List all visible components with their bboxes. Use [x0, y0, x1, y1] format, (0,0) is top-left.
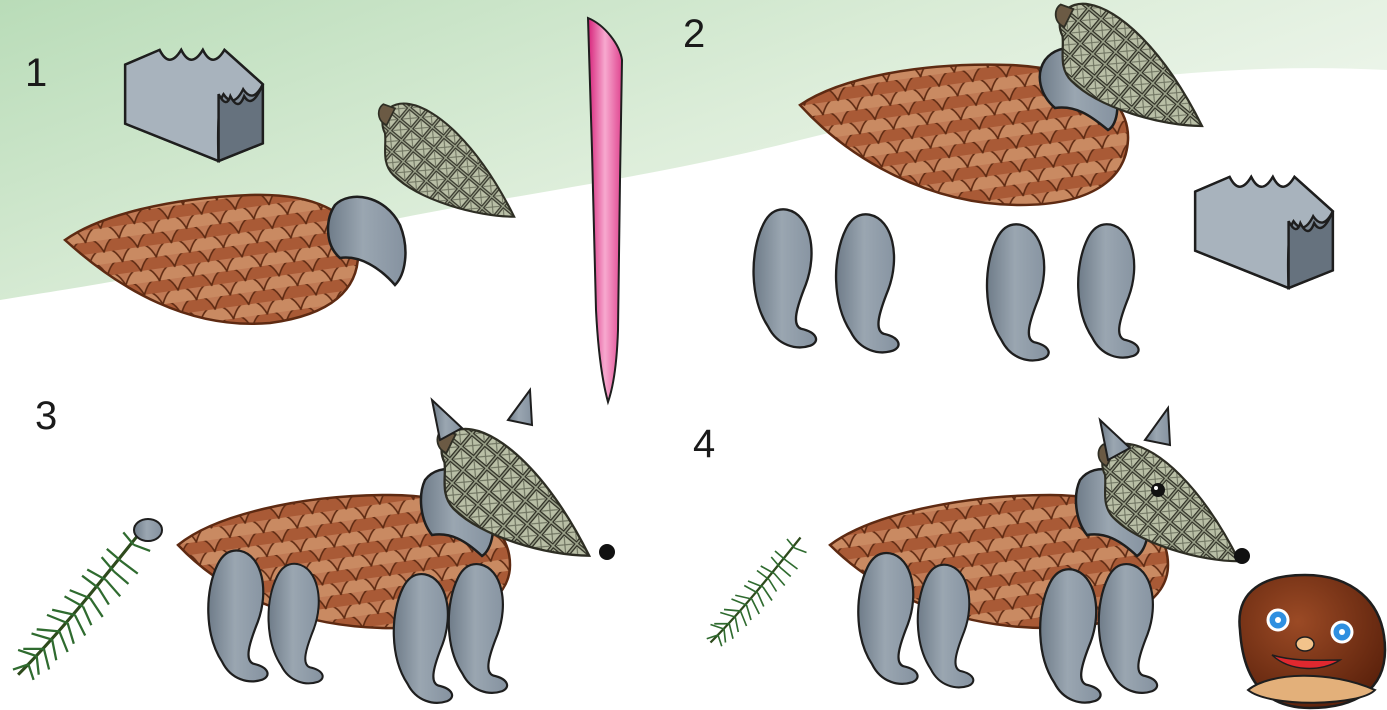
spruce-twig-icon	[707, 538, 807, 647]
step-number-1: 1	[25, 53, 47, 93]
plasticine-leg-4	[1099, 564, 1157, 693]
step-number-2: 2	[683, 14, 705, 54]
modelling-knife-icon	[588, 18, 622, 402]
plasticine-leg-2	[836, 214, 899, 352]
plasticine-leg-1	[858, 553, 917, 684]
step-3-panel	[13, 390, 615, 703]
plasticine-leg-3	[1040, 569, 1100, 702]
plasticine-tail-piece	[134, 519, 162, 541]
step-number-3: 3	[35, 396, 57, 436]
plasticine-leg-1	[208, 551, 267, 682]
nose-icon	[1234, 548, 1250, 564]
plasticine-leg-4	[449, 564, 507, 693]
plasticine-leg-4	[1078, 224, 1138, 357]
nose-piece	[599, 544, 615, 560]
step-number-4: 4	[693, 424, 715, 464]
plasticine-block-icon	[1195, 177, 1333, 288]
spruce-twig-icon	[13, 530, 150, 680]
step-4-panel	[707, 408, 1385, 708]
plasticine-leg-3	[394, 574, 452, 703]
pine-cone-icon	[65, 195, 358, 324]
plasticine-block-icon	[125, 50, 263, 161]
eye-icon	[1151, 483, 1165, 497]
plasticine-leg-1	[754, 209, 817, 347]
ear-right	[1145, 408, 1170, 445]
eye-highlight	[1154, 486, 1158, 490]
ear-piece-right	[508, 390, 532, 425]
chestnut-character-icon	[1239, 575, 1385, 708]
plasticine-leg-2	[269, 564, 323, 684]
plasticine-leg-2	[918, 565, 974, 688]
plasticine-leg-3	[987, 224, 1049, 360]
spruce-cone-icon	[379, 104, 514, 217]
step-1-panel	[65, 50, 514, 324]
step-2-panel	[754, 4, 1333, 361]
